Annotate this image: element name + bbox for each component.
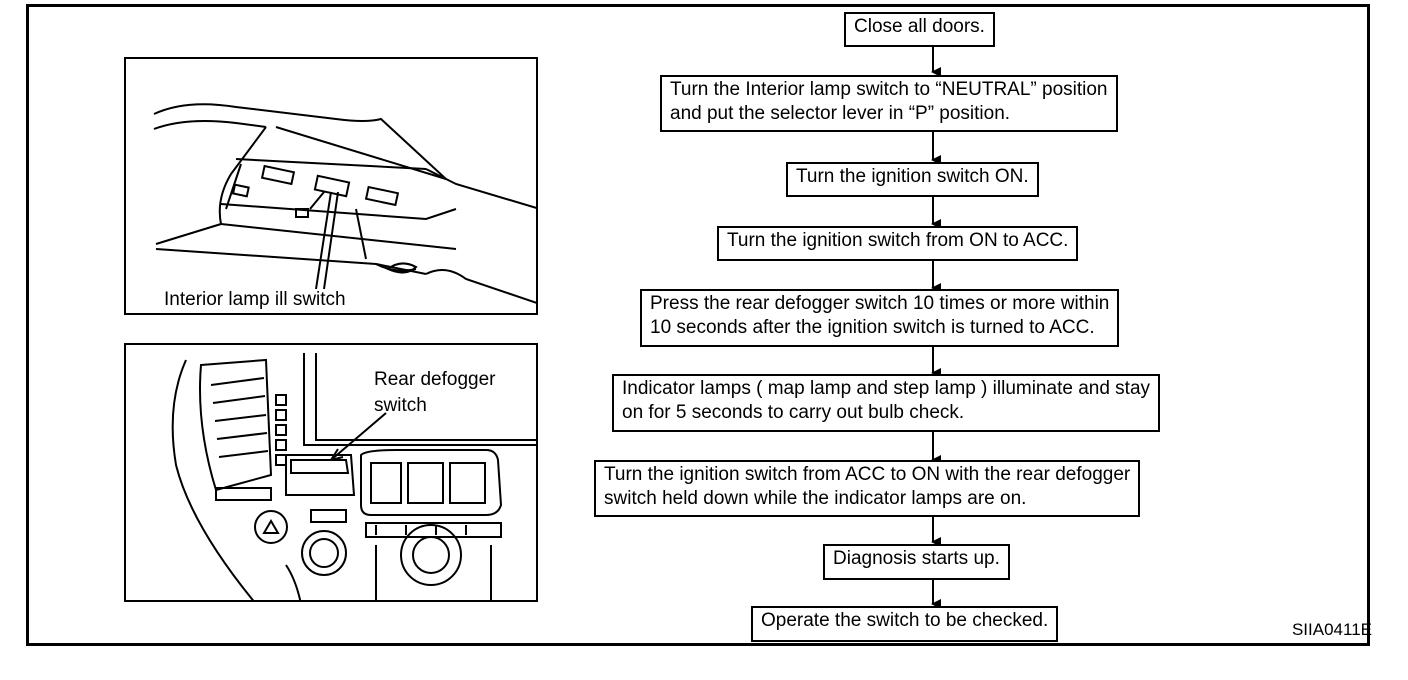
flow-step-3: Turn the ignition switch ON. (786, 162, 1039, 197)
interior-lamp-drawing (153, 103, 536, 304)
flow-step-1: Close all doors. (844, 12, 995, 47)
figure-frame (26, 4, 1370, 646)
rear-defogger-drawing (171, 353, 536, 600)
interior-lamp-illustration: Interior lamp ill switch (124, 57, 538, 315)
interior-lamp-callout: Interior lamp ill switch (164, 289, 346, 310)
flow-step-2: Turn the Interior lamp switch to “NEUTRA… (660, 75, 1118, 132)
rear-defogger-callout-line1: Rear defogger (374, 369, 496, 390)
flow-step-8: Diagnosis starts up. (823, 544, 1010, 580)
flow-step-6: Indicator lamps ( map lamp and step lamp… (612, 374, 1161, 432)
rear-defogger-illustration: Rear defogger switch (124, 343, 538, 602)
flow-step-5: Press the rear defogger switch 10 times … (640, 289, 1120, 347)
flow-step-7: Turn the ignition switch from ACC to ON … (594, 460, 1141, 517)
figure-code: SIIA0411E (1291, 620, 1372, 639)
flow-step-9: Operate the switch to be checked. (751, 606, 1059, 642)
rear-defogger-callout-line2: switch (374, 395, 427, 416)
flow-step-4: Turn the ignition switch from ON to ACC. (717, 226, 1079, 261)
